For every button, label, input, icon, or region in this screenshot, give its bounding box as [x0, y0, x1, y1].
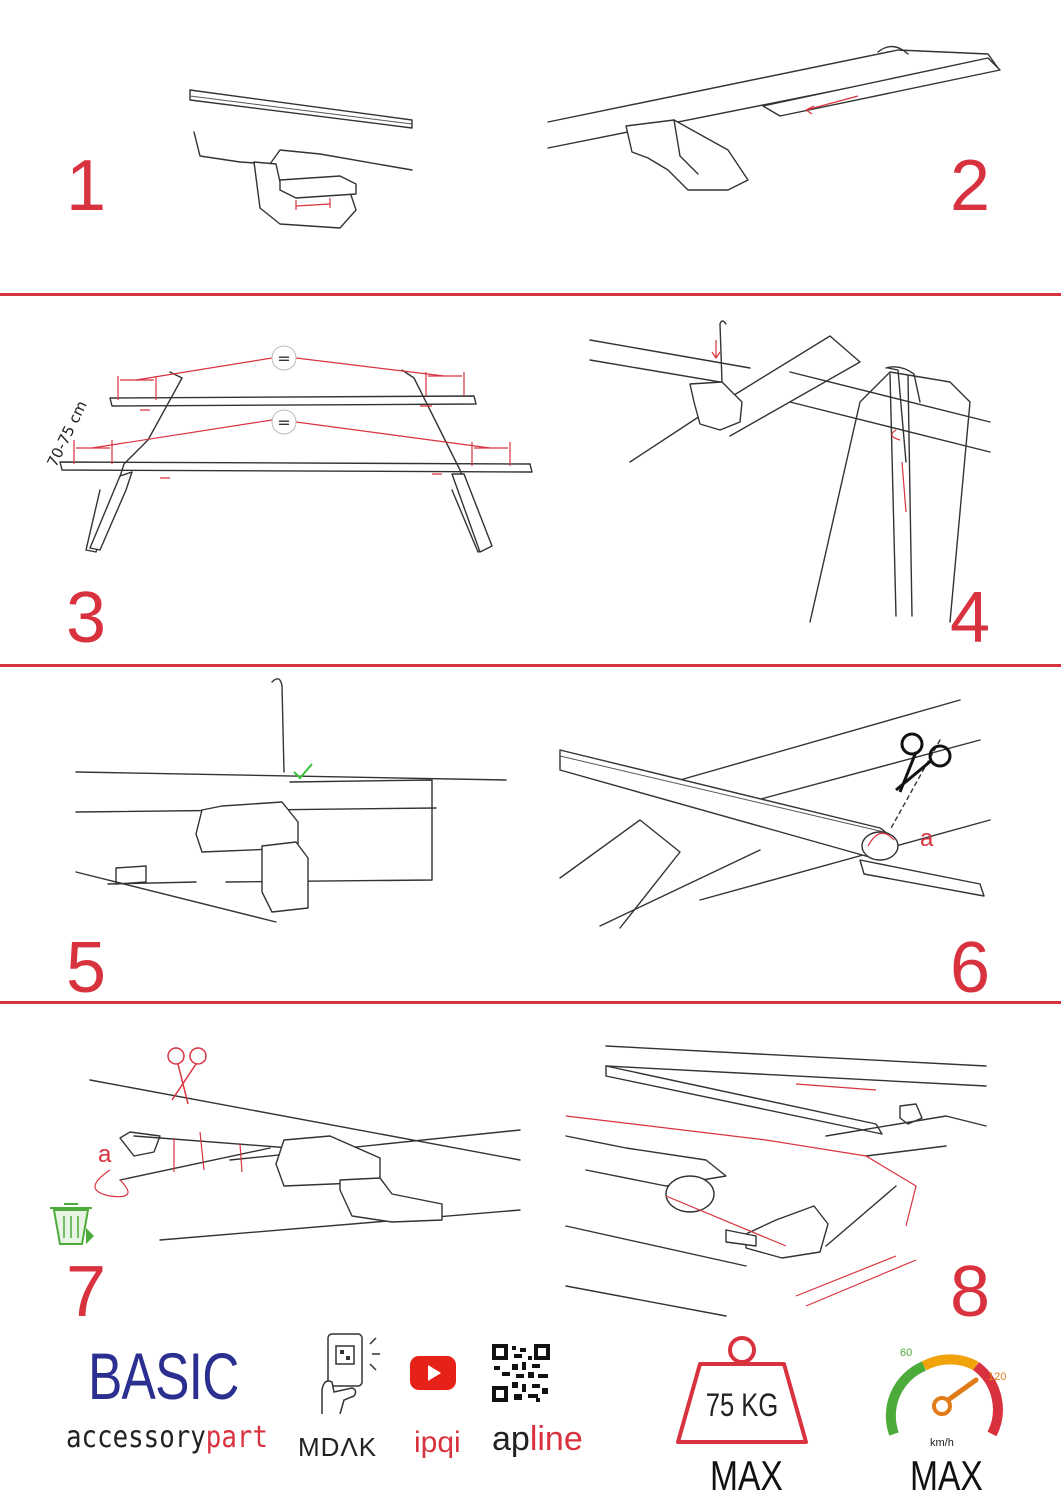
step3-illustration: = = 70-75 cm: [43, 345, 533, 553]
equal-mark-top: =: [277, 349, 290, 368]
section-divider-1: [0, 293, 1061, 296]
logo-apline: apline: [492, 1420, 583, 1459]
logo-apline-line: line: [529, 1420, 583, 1458]
step-number-6: 6: [950, 928, 991, 1008]
speed-tick-high: 120: [988, 1371, 1006, 1383]
step-number-8: 8: [950, 1252, 991, 1332]
step-number-3: 3: [66, 578, 107, 658]
recycle-bin-icon: [50, 1203, 94, 1245]
step7-illustration: a: [50, 1047, 521, 1245]
part-label-a-step7: a: [98, 1141, 112, 1168]
step-number-4: 4: [950, 578, 991, 658]
section-divider-2: [0, 664, 1061, 667]
youtube-icon: [410, 1356, 456, 1390]
load-max-label: MAX: [710, 1452, 783, 1499]
step1-illustration: [189, 89, 413, 229]
step-number-5: 5: [66, 928, 107, 1008]
section-divider-3: [0, 1001, 1061, 1004]
step5-illustration: [75, 678, 507, 923]
speedometer-icon: 60 120 km/h: [885, 1347, 1006, 1449]
step4-illustration: [589, 320, 991, 623]
logo-ipqi: ipqi: [414, 1426, 461, 1459]
speed-max-label: MAX: [910, 1452, 983, 1499]
phone-qr-scan-icon: [321, 1333, 380, 1415]
logo-apline-ap: ap: [492, 1420, 530, 1458]
step2-illustration: [547, 45, 1001, 191]
brand-accessory-text: accessory: [66, 1420, 206, 1455]
qr-code-icon: [492, 1344, 550, 1402]
step-number-2: 2: [950, 146, 991, 226]
speed-tick-low: 60: [900, 1347, 912, 1359]
equal-mark-bottom: =: [277, 413, 290, 432]
distance-label: 70-75 cm: [43, 398, 90, 470]
logo-mdak: MDΛK: [298, 1432, 378, 1462]
load-value: 75 KG: [706, 1388, 779, 1423]
check-icon: [293, 763, 313, 780]
part-label-a-step6: a: [920, 825, 934, 852]
scissors-icon: [895, 732, 952, 793]
weight-icon: 75 KG: [676, 1336, 808, 1444]
speed-unit: km/h: [930, 1437, 954, 1449]
step6-illustration: a: [559, 699, 991, 929]
brand-basic: BASIC: [88, 1339, 239, 1413]
scissors-icon-outline: [167, 1047, 207, 1105]
brand-accessorypart: accessorypart: [66, 1420, 268, 1455]
step-number-1: 1: [66, 146, 107, 226]
brand-part-text: part: [205, 1420, 268, 1455]
step8-illustration: [565, 1045, 987, 1317]
step-number-7: 7: [66, 1252, 107, 1332]
